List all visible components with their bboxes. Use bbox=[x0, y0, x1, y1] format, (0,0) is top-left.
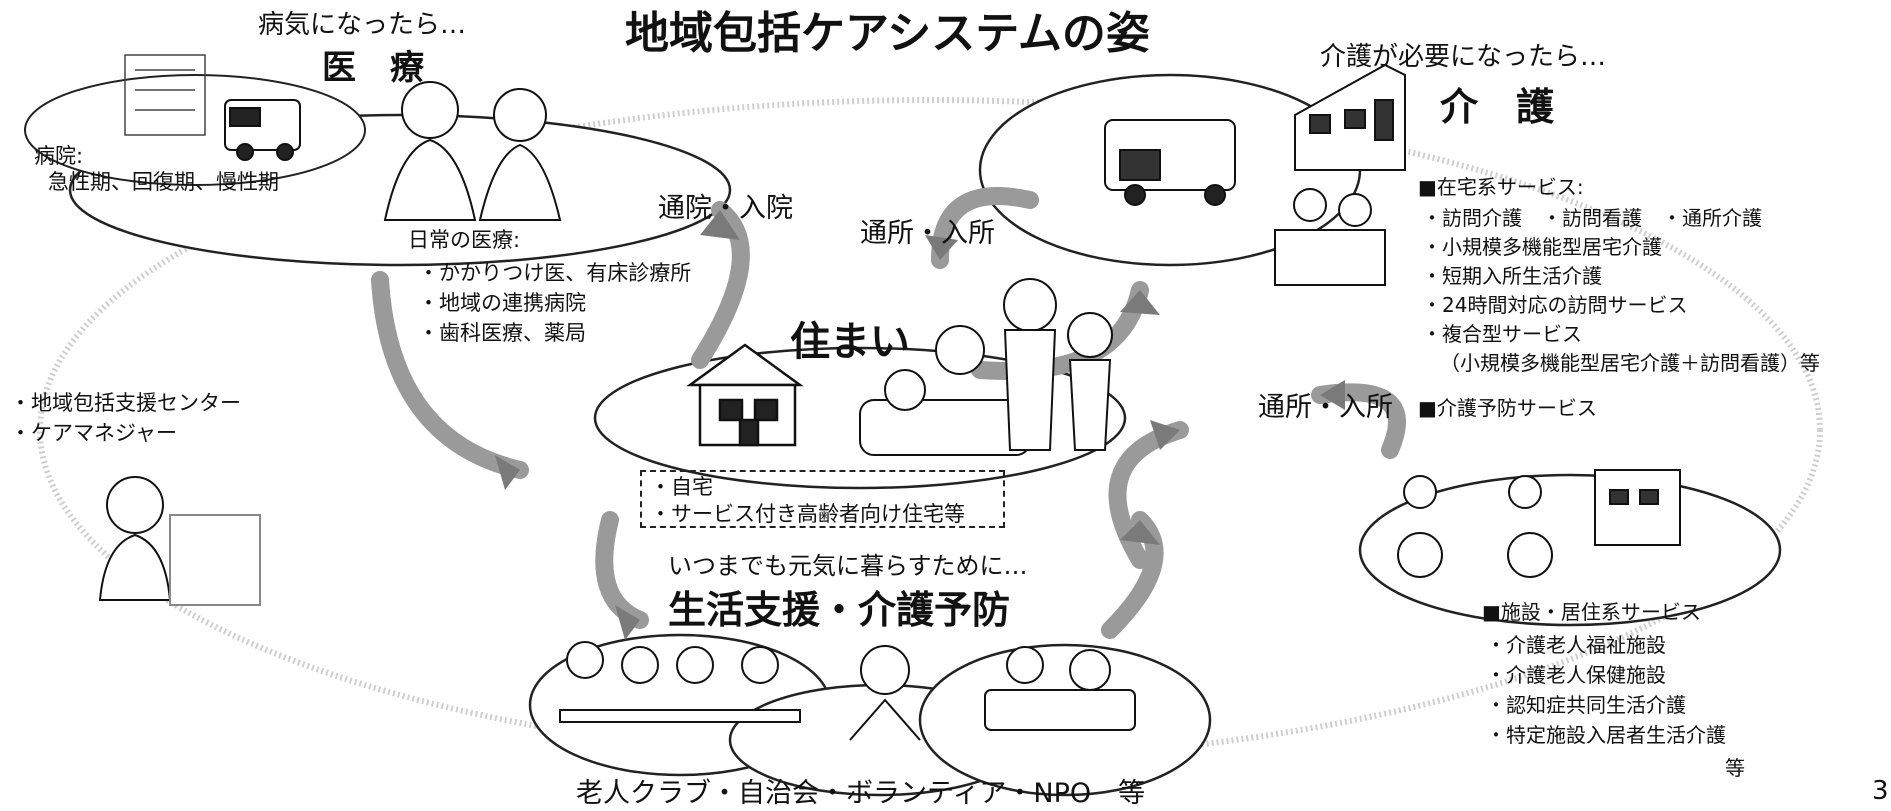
home-service-item: ・訪問介護 ・訪問看護 ・通所介護 bbox=[1422, 206, 1762, 230]
hospital-phases: 急性期、回復期、慢性期 bbox=[48, 170, 279, 194]
daily-medical-list: ・かかりつけ医、有床診療所 ・地域の連携病院 ・歯科医療、薬局 bbox=[418, 258, 691, 348]
care-manager-icon bbox=[98, 476, 261, 606]
housing-type-item: ・自宅 bbox=[650, 475, 713, 499]
page-title: 地域包括ケアシステムの姿 bbox=[625, 8, 1150, 59]
facility-item: ・介護老人保健施設 bbox=[1486, 663, 1666, 687]
flow-hospital-visit: 通院・入院 bbox=[658, 193, 793, 224]
consultation-item: ・地域包括支援センター bbox=[10, 391, 241, 415]
daily-medical-item: ・地域の連携病院 bbox=[418, 291, 586, 315]
care-lead: 介護が必要になったら… bbox=[1320, 42, 1607, 72]
flow-daycare-upper: 通所・入所 bbox=[860, 218, 995, 249]
prevention-services: ■介護予防サービス bbox=[1418, 396, 1597, 420]
facility-suffix: 等 bbox=[1725, 756, 1745, 780]
flow-daycare-right: 通所・入所 bbox=[1258, 392, 1393, 423]
home-service-item: ・短期入所生活介護 bbox=[1422, 264, 1602, 288]
consultation-list: ・地域包括支援センター ・ケアマネジャー bbox=[10, 388, 241, 448]
exercising-senior-icon bbox=[849, 645, 921, 741]
support-organizations: 老人クラブ・自治会・ボランティア・NPO 等 bbox=[576, 778, 1146, 809]
home-service-item: （小規模多機能型居宅介護＋訪問看護）等 bbox=[1440, 351, 1820, 375]
support-heading: 生活支援・介護予防 bbox=[668, 588, 1011, 632]
consultation-item: ・ケアマネジャー bbox=[10, 421, 177, 445]
facility-list: ・介護老人福祉施設 ・介護老人保健施設 ・認知症共同生活介護 ・特定施設入居者生… bbox=[1486, 630, 1726, 750]
medical-heading: 医 療 bbox=[322, 48, 424, 88]
doctors-icon bbox=[383, 81, 562, 221]
medical-lead: 病気になったら… bbox=[258, 10, 467, 40]
arrow-medical-to-home bbox=[371, 271, 529, 479]
seniors-group-icon bbox=[559, 641, 801, 723]
home-service-item: ・複合型サービス bbox=[1422, 322, 1582, 346]
ambulance-icon bbox=[224, 99, 301, 161]
facility-item: ・介護老人福祉施設 bbox=[1486, 633, 1666, 657]
care-van-icon bbox=[1104, 119, 1236, 206]
facility-title: ■施設・居住系サービス bbox=[1482, 600, 1701, 624]
wheelchair-users-icon bbox=[1397, 469, 1681, 578]
page-number: 3 bbox=[1872, 776, 1889, 806]
facility-item: ・認知症共同生活介護 bbox=[1486, 693, 1686, 717]
hospital-label: 病院: bbox=[34, 144, 84, 168]
support-lead: いつまでも元気に暮らすために… bbox=[668, 552, 1028, 580]
volunteers-icon bbox=[984, 646, 1136, 731]
daily-medical-title: 日常の医療: bbox=[408, 228, 521, 252]
daily-medical-item: ・かかりつけ医、有床診療所 bbox=[418, 261, 692, 285]
hospital-building-icon bbox=[124, 54, 206, 136]
home-service-item: ・24時間対応の訪問サービス bbox=[1422, 293, 1688, 317]
facility-item: ・特定施設入居者生活介護 bbox=[1486, 723, 1726, 747]
bath-care-icon bbox=[1274, 188, 1386, 286]
home-services-list: ・訪問介護 ・訪問看護 ・通所介護 ・小規模多機能型居宅介護 ・短期入所生活介護… bbox=[1422, 204, 1820, 378]
housing-heading: 住まい bbox=[790, 319, 910, 365]
home-service-item: ・小規模多機能型居宅介護 bbox=[1422, 235, 1662, 259]
housing-type-item: ・サービス付き高齢者向け住宅等 bbox=[650, 502, 965, 526]
arrow-home-to-support bbox=[595, 511, 649, 629]
housing-types-box: ・自宅 ・サービス付き高齢者向け住宅等 bbox=[640, 470, 1005, 528]
house-icon bbox=[686, 343, 804, 447]
outer-ring bbox=[37, 97, 1823, 763]
daily-medical-item: ・歯科医療、薬局 bbox=[418, 321, 586, 345]
care-heading: 介 護 bbox=[1440, 85, 1555, 129]
home-services-title: ■在宅系サービス: bbox=[1418, 175, 1584, 199]
arrow-home-to-medical bbox=[691, 201, 750, 369]
care-facility-building-icon bbox=[1294, 63, 1406, 171]
family-icon bbox=[859, 278, 1113, 456]
